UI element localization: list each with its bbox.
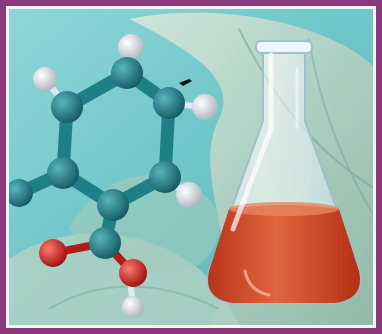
carbon-atom	[9, 179, 33, 207]
liquid-surface	[229, 202, 339, 216]
chemistry-scene	[9, 9, 373, 325]
carbon-atom	[51, 91, 83, 123]
fly-speck	[179, 79, 192, 86]
carbon-atom	[149, 161, 181, 193]
hydrogen-atom	[192, 94, 218, 120]
carbon-atom	[111, 57, 143, 89]
molecule-model	[9, 34, 218, 318]
carbon-atom	[89, 227, 121, 259]
flask-liquid	[208, 205, 360, 303]
image-canvas	[6, 6, 376, 328]
hydrogen-atom	[122, 296, 144, 318]
carbon-atom	[97, 189, 129, 221]
flask-rim	[255, 40, 313, 54]
hydrogen-atom	[176, 182, 202, 208]
hydrogen-atom	[118, 34, 144, 60]
erlenmeyer-flask	[207, 40, 361, 304]
carbon-atom	[153, 87, 185, 119]
oxygen-atom	[119, 259, 147, 287]
hydrogen-atom	[33, 67, 57, 91]
carbon-atom	[47, 157, 79, 189]
oxygen-atom	[39, 239, 67, 267]
